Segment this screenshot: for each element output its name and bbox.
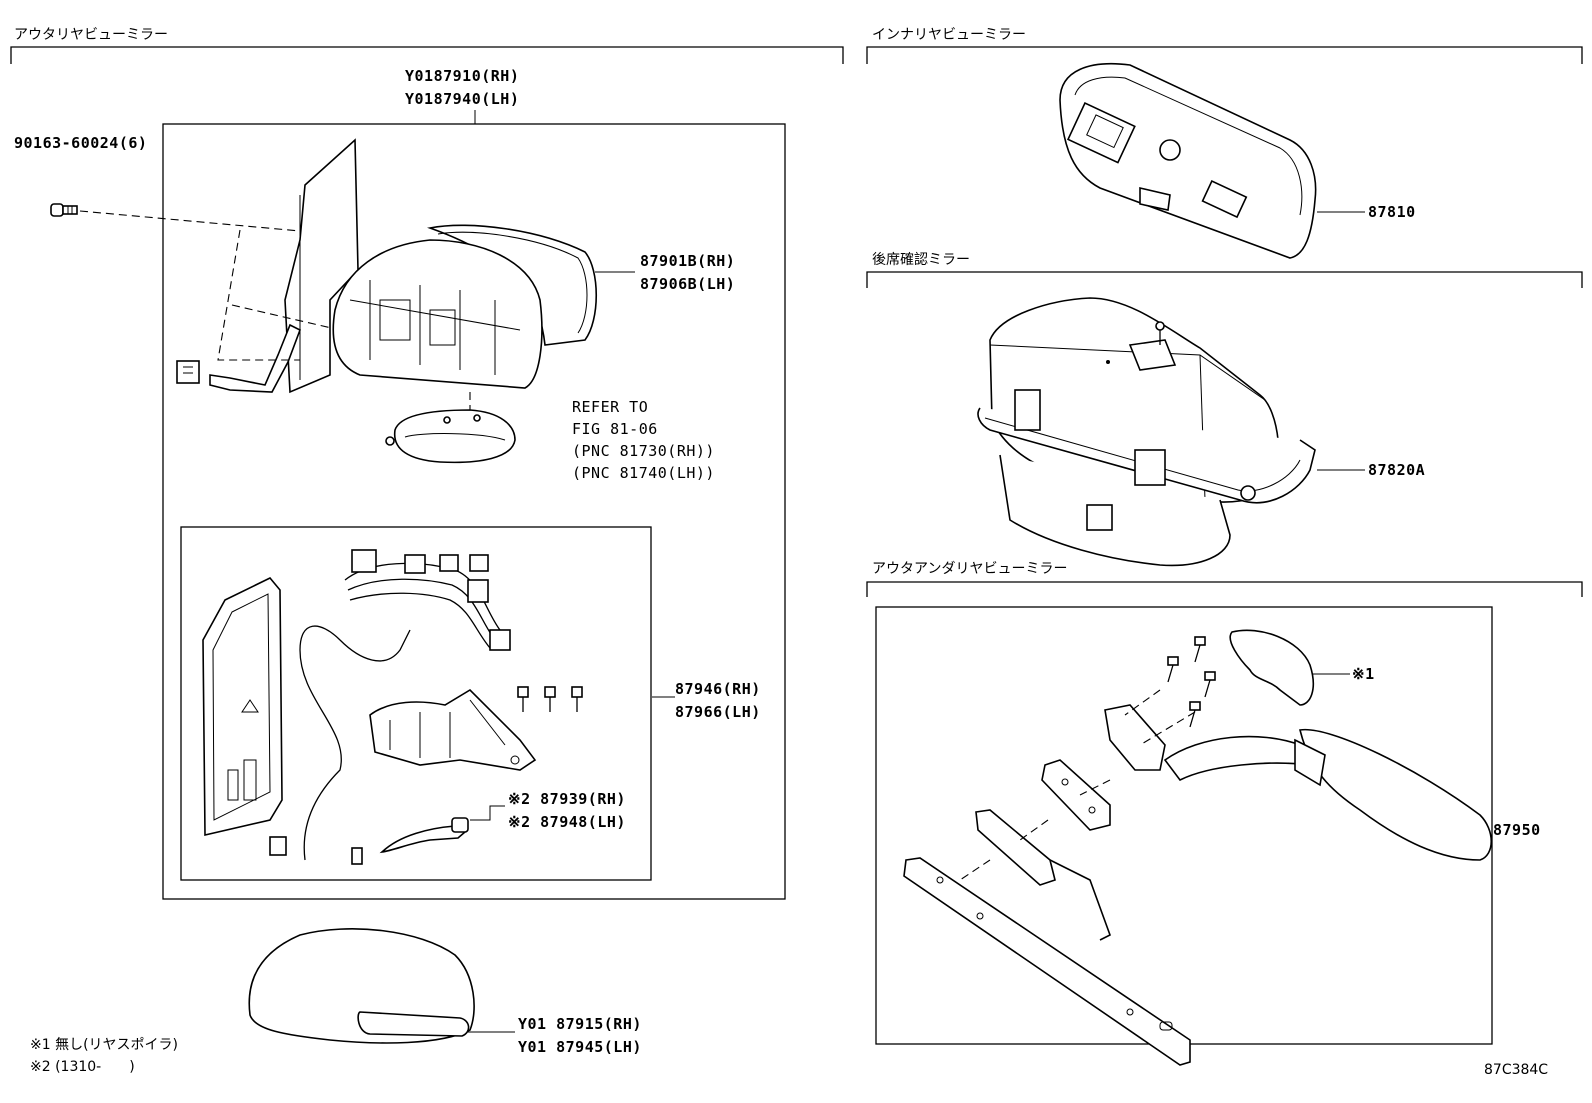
mirror-housing	[332, 224, 598, 415]
section-title-rear-seat-mirror: 後席確認ミラー	[872, 252, 970, 268]
label-under-mirror[interactable]: 87950	[1493, 821, 1541, 839]
label-under-cover: ※1	[1352, 665, 1375, 683]
label-refer-3[interactable]: (PNC 81730(RH))	[572, 442, 715, 460]
outer-mirror-base	[176, 138, 359, 394]
motor-subassy-box	[180, 526, 652, 881]
label-refer-1: REFER TO	[572, 398, 649, 416]
label-mirror-rh[interactable]: 87901B(RH)	[640, 252, 736, 270]
rear-seat-mirror	[977, 297, 1316, 567]
section-title-outer-mirror: アウタリヤビューミラー	[14, 27, 168, 43]
label-refer-4[interactable]: (PNC 81740(LH))	[572, 464, 715, 482]
section-brackets	[10, 46, 1583, 597]
label-assy-rh[interactable]: Y0187910(RH)	[405, 67, 520, 85]
label-refer-2[interactable]: FIG 81-06	[572, 420, 658, 438]
label-cover-rh[interactable]: Y01 87915(RH)	[518, 1015, 642, 1033]
label-screw[interactable]: 90163-60024(6)	[14, 134, 148, 152]
label-bulb-rh[interactable]: ※2 87939(RH)	[508, 790, 626, 808]
figure-code: 87C384C	[1484, 1062, 1549, 1078]
section-title-outer-under-mirror: アウタアンダリヤビューミラー	[872, 561, 1068, 577]
under-mirror-assy	[903, 629, 1493, 1066]
outer-assy-box	[162, 123, 786, 900]
section-title-inner-mirror: インナリヤビューミラー	[872, 27, 1026, 43]
label-rear-seat-mirror[interactable]: 87820A	[1368, 461, 1426, 479]
label-motor-lh[interactable]: 87966(LH)	[675, 703, 761, 721]
motor-subassy-parts	[202, 549, 583, 865]
screw-part	[50, 203, 301, 232]
label-mirror-lh[interactable]: 87906B(LH)	[640, 275, 736, 293]
inner-mirror	[1059, 62, 1317, 259]
label-inner-mirror[interactable]: 87810	[1368, 203, 1416, 221]
footnote-2: ※2 (1310- )	[30, 1059, 135, 1075]
turn-signal-lamp	[385, 409, 516, 464]
label-cover-lh[interactable]: Y01 87945(LH)	[518, 1038, 642, 1056]
footnote-1: ※1 無し(リヤスポイラ)	[30, 1037, 179, 1053]
label-bulb-lh[interactable]: ※2 87948(LH)	[508, 813, 626, 831]
outer-mirror-cover	[248, 928, 475, 1044]
label-motor-rh[interactable]: 87946(RH)	[675, 680, 761, 698]
label-assy-lh[interactable]: Y0187940(LH)	[405, 90, 520, 108]
